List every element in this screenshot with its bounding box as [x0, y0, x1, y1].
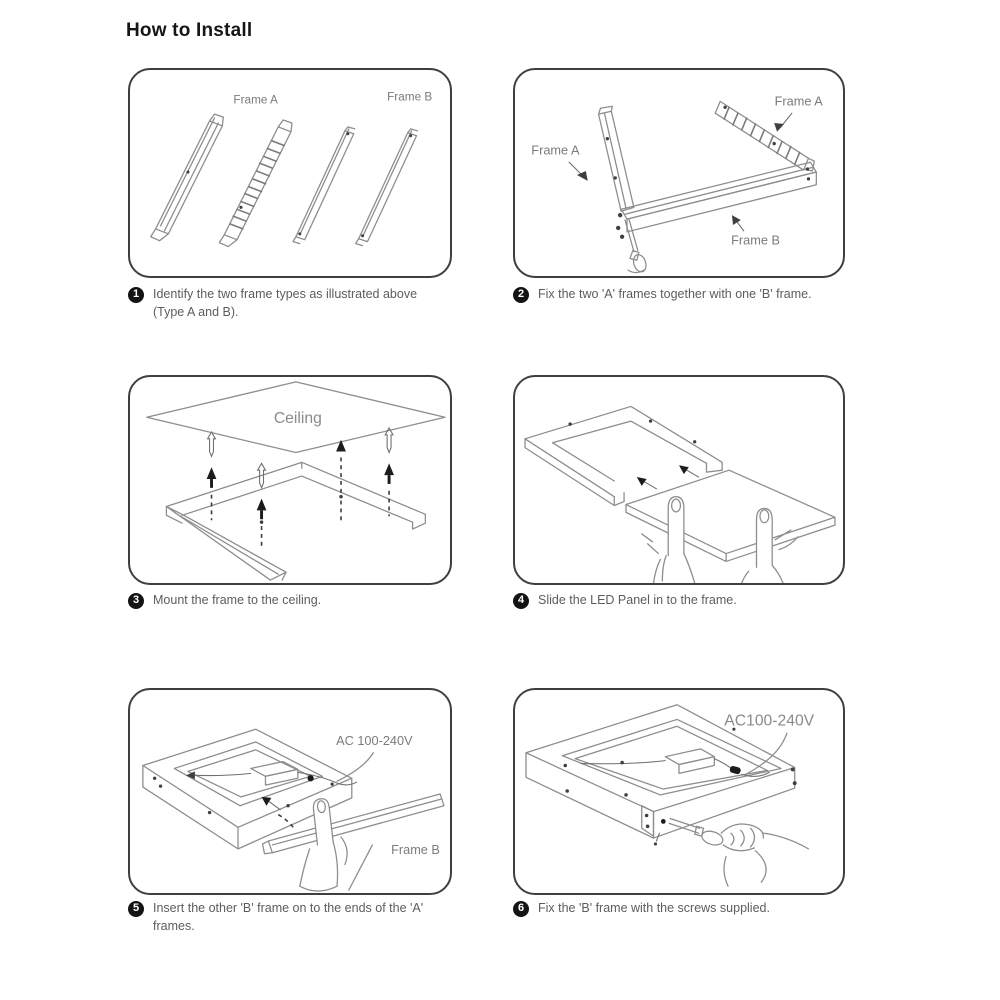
step-number-6: 6 — [513, 901, 529, 917]
corner-joint-screws — [616, 213, 625, 239]
assembled-frame — [142, 728, 353, 850]
mounting-frame — [165, 461, 427, 581]
illustration-frame-types: Frame A Frame B — [150, 90, 432, 248]
illustration-slide-panel — [524, 405, 836, 583]
power-cable — [186, 752, 374, 786]
power-cable — [580, 732, 788, 777]
step-text-5: Insert the other 'B' frame on to the end… — [153, 901, 424, 933]
step-caption-4: 4 Slide the LED Panel in to the frame. — [513, 592, 868, 610]
panel-step5: AC 100-240V Frame B — [128, 688, 452, 895]
step-caption-1: 1 Identify the two frame types as illust… — [128, 286, 483, 321]
step-text-4: Slide the LED Panel in to the frame. — [538, 593, 737, 607]
frame-a-right-label: Frame A — [775, 93, 824, 108]
step-caption-5: 5 Insert the other 'B' frame on to the e… — [128, 900, 483, 935]
screwdriver — [624, 218, 647, 274]
ac-voltage-label: AC100-240V — [724, 712, 814, 729]
frame-b-bottom-bar — [620, 161, 817, 233]
anchor-screws — [206, 426, 394, 548]
left-hand — [641, 496, 696, 583]
frame-b-bar-1 — [292, 126, 356, 245]
right-hand — [741, 507, 799, 583]
frame-a-bar-1 — [150, 113, 224, 242]
step-number-1: 1 — [128, 287, 144, 303]
led-driver-box — [664, 748, 715, 774]
frame-b-bar-2 — [355, 128, 419, 247]
frame-a-right-bar — [714, 100, 816, 172]
panel-step1: Frame A Frame B — [128, 68, 452, 278]
up-arrows — [206, 439, 394, 520]
ceiling-label: Ceiling — [274, 410, 322, 427]
ac-voltage-label: AC 100-240V — [336, 733, 413, 748]
panel-step2: Frame A Frame A Frame B — [513, 68, 845, 278]
frame-b-end-cap — [641, 805, 655, 837]
frame-a-label: Frame A — [233, 93, 278, 106]
step-text-3: Mount the frame to the ceiling. — [153, 593, 322, 607]
ceiling-plane — [146, 381, 446, 454]
step-caption-2: 2 Fix the two 'A' frames together with o… — [513, 286, 868, 304]
step-number-4: 4 — [513, 593, 529, 609]
frame-b-label: Frame B — [731, 233, 780, 248]
frame-b-label: Frame B — [391, 842, 440, 857]
led-panel — [625, 469, 836, 563]
illustration-ceiling-mount: Ceiling — [146, 381, 446, 581]
page-title: How to Install — [126, 20, 253, 41]
label-arrows — [568, 112, 793, 232]
frame-b-label: Frame B — [387, 90, 432, 103]
direction-arrows — [636, 465, 700, 490]
frame-a-left-label: Frame A — [531, 142, 580, 157]
step-number-3: 3 — [128, 593, 144, 609]
step-number-5: 5 — [128, 901, 144, 917]
panel-step3: Ceiling — [128, 375, 452, 585]
complete-frame — [525, 704, 797, 839]
step-text-6: Fix the 'B' frame with the screws suppli… — [538, 901, 770, 915]
illustration-assemble-frames: Frame A Frame A Frame B — [531, 93, 824, 274]
panel-step4 — [513, 375, 845, 585]
dashed-guides — [210, 457, 390, 548]
screw-and-screwdriver — [653, 817, 724, 846]
step-text-2: Fix the two 'A' frames together with one… — [538, 287, 812, 301]
inserting-hand — [299, 798, 374, 892]
step-number-2: 2 — [513, 287, 529, 303]
illustration-insert-frame-b: AC 100-240V Frame B — [142, 728, 445, 892]
step-text-1: Identify the two frame types as illustra… — [153, 287, 418, 319]
insert-arrow — [261, 796, 295, 829]
panel-step6: AC100-240V — [513, 688, 845, 895]
illustration-fix-screws: AC100-240V — [525, 704, 815, 887]
frame-b-bar — [261, 793, 445, 855]
step-caption-6: 6 Fix the 'B' frame with the screws supp… — [513, 900, 868, 918]
frame-a-left-bar — [597, 105, 635, 212]
frame-a-bar-2 — [218, 119, 293, 248]
step-caption-3: 3 Mount the frame to the ceiling. — [128, 592, 483, 610]
frame-ring — [524, 405, 723, 507]
led-driver-box — [250, 760, 299, 786]
hand — [720, 823, 810, 887]
